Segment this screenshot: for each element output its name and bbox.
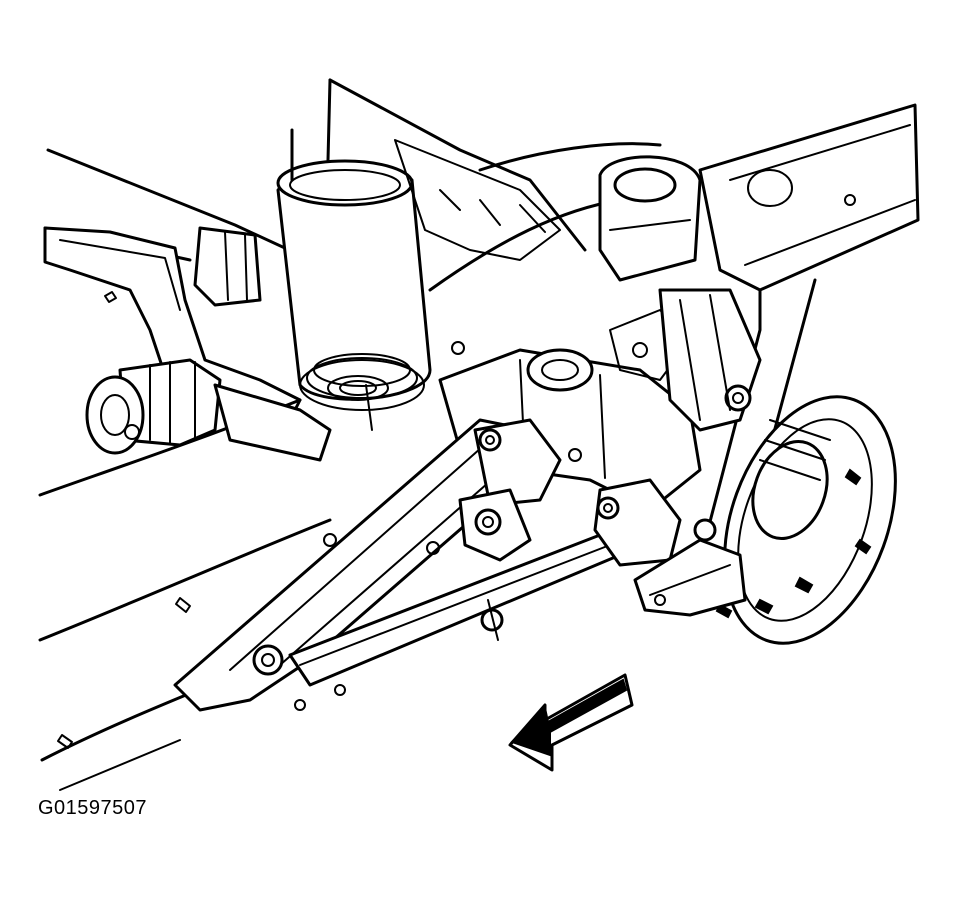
frame-rail-right [698, 103, 920, 562]
fastener-bolts [57, 291, 582, 749]
front-direction-arrow-icon [508, 673, 634, 772]
spring-shield-plates [290, 78, 587, 261]
axle-shaft-left [85, 358, 332, 462]
air-spring [276, 159, 432, 431]
shock-upper-mount [598, 155, 702, 282]
stabilizer-bushing-left [193, 226, 262, 307]
figure-code-label: G01597507 [38, 797, 148, 819]
lower-link-right [633, 518, 747, 617]
lower-control-arm [173, 418, 562, 712]
frame-rail-left [43, 148, 302, 422]
shock-absorber [658, 288, 762, 432]
brake-assembly-right [715, 395, 897, 645]
